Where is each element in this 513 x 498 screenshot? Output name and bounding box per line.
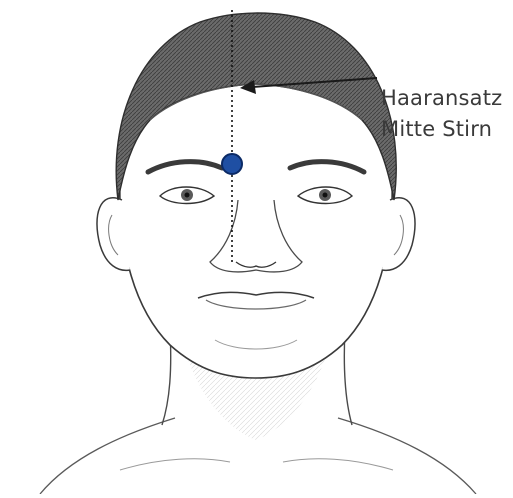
clavicle-left [120,459,230,470]
annotation-line-2: Mitte Stirn [381,117,492,141]
face-outline [120,180,392,378]
marker-dot [222,154,242,174]
eyebrow-left [148,162,222,172]
clavicle-right [283,459,393,470]
hair [116,13,396,200]
eyebrow-right [290,162,364,172]
annotation-line-1: Haaransatz [381,86,502,110]
